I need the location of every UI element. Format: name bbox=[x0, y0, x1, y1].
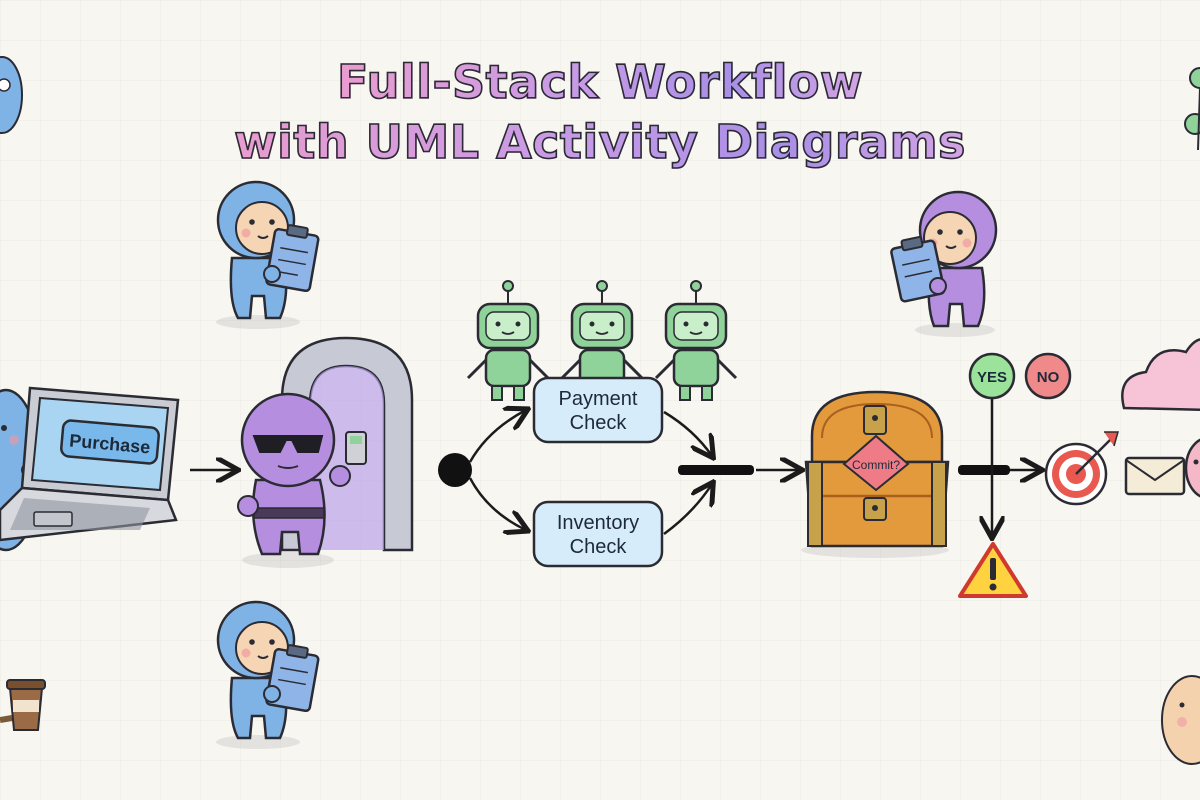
blue-person-clipboard-icon bbox=[216, 600, 320, 749]
pink-character-icon bbox=[1184, 438, 1200, 498]
decision-node-label: Commit? bbox=[852, 458, 900, 472]
page-title-line-1: Full-Stack Workflow bbox=[336, 54, 863, 110]
decision-node bbox=[842, 434, 910, 492]
coffee-cup-icon bbox=[0, 679, 46, 731]
purchase-button[interactable]: Purchase bbox=[60, 419, 160, 465]
blue-person-clipboard-icon bbox=[216, 180, 320, 329]
yes-badge: YES bbox=[968, 352, 1016, 400]
inventory-check-action: Inventory Check bbox=[532, 500, 664, 568]
warning-icon bbox=[958, 542, 1028, 598]
robot-icon bbox=[654, 280, 738, 401]
purple-person-clipboard-icon bbox=[890, 190, 998, 337]
flow-arrow bbox=[663, 484, 712, 536]
plant-corner-icon bbox=[1184, 67, 1200, 151]
inventory-action-label-2: Check bbox=[570, 536, 628, 558]
security-guard-icon bbox=[237, 392, 351, 568]
join-bar bbox=[678, 465, 754, 475]
envelope-icon bbox=[1124, 456, 1186, 496]
initial-node bbox=[438, 453, 472, 487]
yes-label: YES bbox=[977, 369, 1007, 386]
inventory-action-label-1: Inventory bbox=[557, 512, 639, 534]
payment-action-label-1: Payment bbox=[559, 388, 638, 410]
treasure-chest-icon: Commit? bbox=[801, 390, 950, 558]
peach-character-corner-icon bbox=[1161, 675, 1200, 765]
blue-character-corner-icon bbox=[0, 56, 23, 134]
flow-arrow bbox=[468, 410, 526, 463]
no-label: NO bbox=[1037, 369, 1060, 386]
merge-bar bbox=[958, 465, 1010, 475]
flow-arrow bbox=[663, 410, 712, 456]
payment-action-label-2: Check bbox=[570, 412, 628, 434]
target-icon bbox=[1044, 431, 1119, 506]
no-badge: NO bbox=[1024, 352, 1072, 400]
robot-icon bbox=[466, 280, 550, 401]
payment-check-action: Payment Check bbox=[532, 376, 664, 444]
cloud-icon bbox=[1121, 338, 1200, 411]
page-title-line-2: with UML Activity Diagrams bbox=[233, 114, 966, 170]
robot-icon bbox=[560, 280, 644, 388]
flow-arrow bbox=[468, 477, 526, 530]
